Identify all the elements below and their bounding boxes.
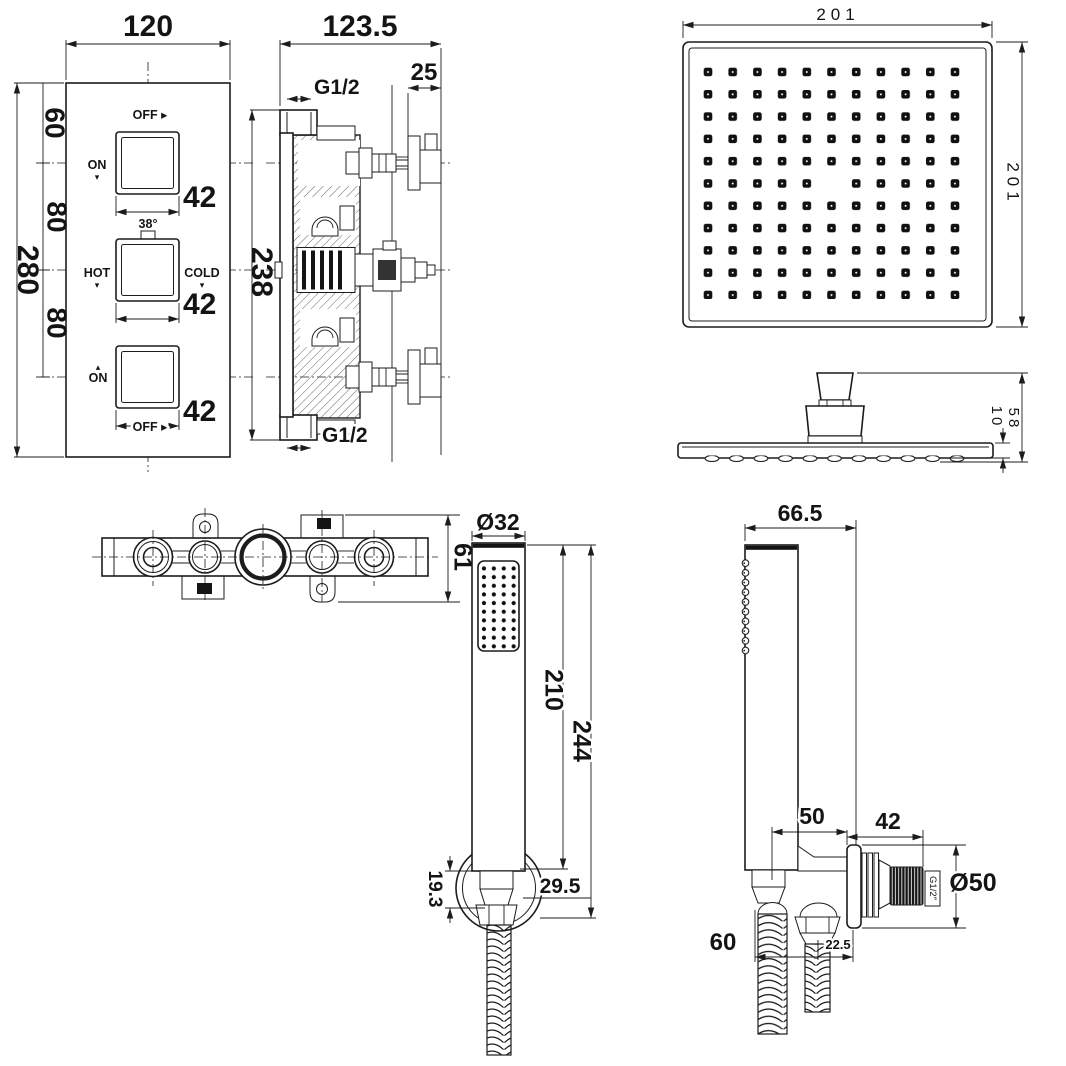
shower-head-plate [682,41,993,328]
dim-handset-diameter: Ø32 [476,509,519,535]
dim-hose-offset: 22.5 [825,937,850,952]
knob-bottom-inner [121,351,174,403]
shower-head-side-view: 10 58 [677,372,1028,473]
hose-2 [804,943,831,1013]
arrow-down-icon: ▾ [95,280,100,290]
valve-side-section: 123.5 25 G1/2 238 G1/2 [245,10,452,462]
handset-profile-cap [745,545,798,550]
dim-hose-gap: 60 [710,929,737,956]
thread-size-outlet: G1/2″ [927,876,938,901]
fixing-block-bottom [197,583,212,594]
fixing-block-top [317,518,331,529]
arrow-down-icon: ▾ [200,280,205,290]
cartridge-top [345,133,442,191]
label-hot: HOT [84,266,111,280]
thread-size-bottom: G1/2 [322,424,368,447]
label-off-bottom: OFF ▸ [133,420,168,434]
label-on-bottom: ON [89,371,108,385]
arrow-down-icon: ▾ [95,172,100,182]
spray-nozzle-profile [741,558,750,656]
dim-head-height: 201 [1004,162,1023,205]
dim-knob-size-3: 42 [183,395,216,428]
hose-1 [757,913,788,1035]
handset-profile [744,544,799,871]
dim-holder-offset: 19.3 [424,871,445,908]
handset-collar [479,870,514,890]
cartridge-bottom [345,347,442,405]
shower-hose [486,924,512,1056]
port-circle-2 [188,540,222,574]
dim-segment-top: 60 [40,107,71,138]
valve-front-view: 120 280 60 80 80 42 42 42 OFF ▸ ON ▾ 38°… [11,10,256,472]
hose-ferrule [757,902,788,915]
hand-shower-front-view: Ø32 210 244 19.3 29.5 [421,507,598,1056]
dim-knob-size-1: 42 [183,181,216,214]
label-off-top: OFF ▸ [133,108,168,122]
shower-head-front-view: 201 201 [682,3,1028,328]
dim-thread-length: 42 [875,808,901,834]
label-cold: COLD [184,266,219,280]
spray-nozzles [480,565,518,649]
hose-nut [475,904,518,926]
hand-shower-side-view: G1/2″ 66.5 50 42 Ø50 60 22.5 [707,498,999,1035]
nozzle-grid-center-gap [826,178,838,190]
dim-head-width: 201 [816,5,859,24]
connector-body [805,405,865,437]
valve-top-view: 61 [92,508,476,603]
check-valve-top [311,205,355,237]
dim-segment-bottom: 80 [42,307,73,338]
dim-handset-total-length: 244 [567,720,595,762]
dim-handset-depth: 66.5 [778,500,823,526]
dim-flange-diameter: Ø50 [949,869,996,897]
dim-knob-size-2: 42 [183,288,216,321]
nozzle-tips [700,455,969,464]
ball-joint-connector [816,372,854,401]
holder-cup [751,869,786,888]
handset-cap [472,543,525,548]
check-valve-bottom [311,317,355,347]
label-on-top: ON [88,158,107,172]
arrow-up-icon: ▴ [96,362,101,372]
outlet-spout [797,845,848,872]
dim-outlet-inset: 50 [799,803,825,829]
dim-side-width: 123.5 [322,10,397,43]
knob-top-inner [121,137,174,189]
dim-side-height: 238 [245,247,278,297]
hose-2-ferrule [799,902,838,918]
label-temp-38: 38° [139,217,158,231]
dim-head-side-height: 58 [1005,408,1022,431]
dim-handset-body-length: 210 [539,669,567,711]
dim-width-label: 120 [123,10,173,43]
cartridge-middle-thermostatic [296,240,436,293]
dim-side-offset: 25 [411,59,438,86]
thread-size-top: G1/2 [314,76,360,99]
dim-holder-width: 29.5 [540,875,581,898]
outlet-flange [846,844,862,929]
knob-middle-inner [121,244,174,296]
dim-segment-mid: 80 [42,201,73,232]
dim-plate-thickness: 10 [988,406,1005,429]
outlet-thread [889,866,924,906]
hose-2-nut [794,916,841,934]
